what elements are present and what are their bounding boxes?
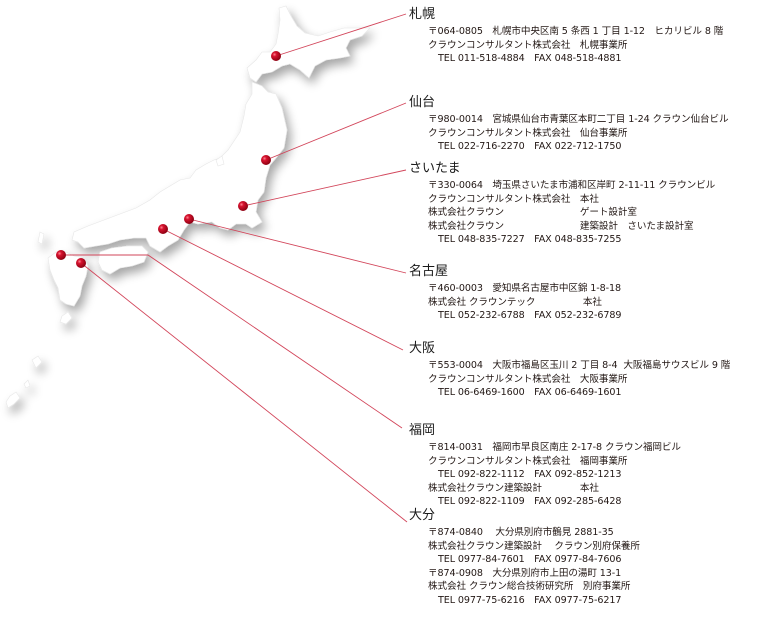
office-oita: 大分 〒874-0840 大分県別府市鶴見 2881-35 株式会社クラウン建築… — [409, 508, 640, 607]
marker-nagoya — [184, 214, 194, 224]
office-name: 大分 — [409, 508, 436, 523]
office-saitama: さいたま 〒330-0064 埼玉県さいたま市浦和区岸町 2-11-11 クラウ… — [409, 161, 715, 247]
honshu-shape — [71, 81, 288, 253]
company-line: クラウンコンサルタント株式会社 札幌事業所 — [428, 39, 628, 51]
tel-fax-line: TEL 022-716-2270 FAX 022-712-1750 — [438, 141, 622, 152]
company-line: 株式会社 クラウンテック 本社 — [428, 296, 602, 308]
marker-fukuoka — [56, 250, 66, 260]
tanegashima-shape — [59, 311, 73, 325]
amami-islands-shape — [31, 355, 43, 369]
leader-line-nagoya — [188, 218, 407, 274]
okinawa-small-shape — [23, 379, 31, 389]
company-line: 株式会社クラウン建築設計 本社 — [428, 482, 599, 494]
company-line: 株式会社クラウン ゲート設計室 — [428, 207, 637, 218]
tel-fax-line: TEL 092-822-1109 FAX 092-285-6428 — [438, 496, 622, 507]
office-name: 札幌 — [409, 7, 436, 22]
company-line: クラウンコンサルタント株式会社 福岡事業所 — [428, 455, 628, 467]
leader-line-sapporo — [275, 13, 407, 57]
company-line: 株式会社クラウン建築設計 クラウン別府保養所 — [428, 540, 640, 552]
address-line: 〒330-0064 埼玉県さいたま市浦和区岸町 2-11-11 クラウンビル — [428, 180, 716, 191]
address-line: 〒874-0840 大分県別府市鶴見 2881-35 — [428, 527, 614, 538]
office-name: 福岡 — [409, 423, 436, 438]
company-line: 株式会社クラウン 建築設計 さいたま設計室 — [428, 220, 694, 232]
leader-line-oita — [80, 262, 408, 523]
shikoku-shape — [97, 245, 149, 275]
tel-fax-line: TEL 0977-75-6216 FAX 0977-75-6217 — [438, 594, 622, 606]
leader-line-sendai — [265, 102, 407, 161]
tel-fax-line: TEL 06-6469-1600 FAX 06-6469-1601 — [438, 387, 622, 398]
marker-sendai — [261, 155, 271, 165]
ryukyu-islands-shape — [5, 391, 21, 409]
marker-oita — [76, 258, 86, 268]
leader-lines — [61, 13, 408, 523]
leader-line-osaka — [162, 228, 404, 351]
tel-fax-line: TEL 0977-84-7601 FAX 0977-84-7606 — [438, 554, 622, 565]
office-name: 大阪 — [409, 341, 436, 356]
tel-fax-line: TEL 011-518-4884 FAX 048-518-4881 — [438, 53, 622, 64]
office-sapporo: 札幌 〒064-0805 札幌市中央区南 5 条西 1 丁目 1-12 ヒカリビ… — [409, 7, 723, 66]
sado-island-shape — [215, 155, 225, 167]
tel-fax-line: TEL 052-232-6788 FAX 052-232-6789 — [438, 310, 622, 321]
office-name: 仙台 — [409, 95, 436, 110]
company-line: 株式会社 クラウン総合技術研究所 別府事業所 — [428, 581, 631, 592]
leader-line-saitama — [242, 169, 407, 207]
office-name: 名古屋 — [409, 264, 449, 279]
office-nagoya: 名古屋 〒460-0003 愛知県名古屋市中区錦 1-8-18 株式会社 クラウ… — [409, 264, 621, 323]
address-line: 〒980-0014 宮城県仙台市青葉区本町二丁目 1-24 クラウン仙台ビル — [428, 114, 729, 125]
address-line: 〒064-0805 札幌市中央区南 5 条西 1 丁目 1-12 ヒカリビル 8… — [428, 26, 724, 37]
company-line: クラウンコンサルタント株式会社 仙台事業所 — [428, 127, 628, 139]
tel-fax-line: TEL 092-822-1112 FAX 092-852-1213 — [438, 469, 622, 480]
address-line: 〒874-0908 大分県別府市上田の湯町 13-1 — [428, 567, 622, 579]
hokkaido-shape — [246, 5, 371, 83]
marker-saitama — [238, 201, 248, 211]
office-sendai: 仙台 〒980-0014 宮城県仙台市青葉区本町二丁目 1-24 クラウン仙台ビ… — [409, 95, 729, 154]
marker-sapporo — [271, 51, 281, 61]
location-markers — [56, 51, 281, 268]
tel-fax-line: TEL 048-835-7227 FAX 048-835-7255 — [438, 234, 622, 245]
marker-osaka — [158, 224, 168, 234]
address-line: 〒553-0004 大阪市福島区玉川 2 丁目 8-4 大阪福島サウスビル 9 … — [428, 360, 731, 371]
office-osaka: 大阪 〒553-0004 大阪市福島区玉川 2 丁目 8-4 大阪福島サウスビル… — [409, 341, 730, 400]
office-name: さいたま — [409, 161, 461, 176]
company-line: クラウンコンサルタント株式会社 大阪事業所 — [428, 373, 628, 385]
office-fukuoka: 福岡 〒814-0031 福岡市早良区南庄 2-17-8 クラウン福岡ビル クラ… — [409, 423, 681, 509]
company-line: クラウンコンサルタント株式会社 本社 — [428, 193, 599, 205]
address-line: 〒814-0031 福岡市早良区南庄 2-17-8 クラウン福岡ビル — [428, 442, 681, 453]
oki-island-shape — [37, 231, 45, 245]
leader-line-fukuoka — [61, 254, 403, 429]
address-line: 〒460-0003 愛知県名古屋市中区錦 1-8-18 — [428, 283, 622, 294]
